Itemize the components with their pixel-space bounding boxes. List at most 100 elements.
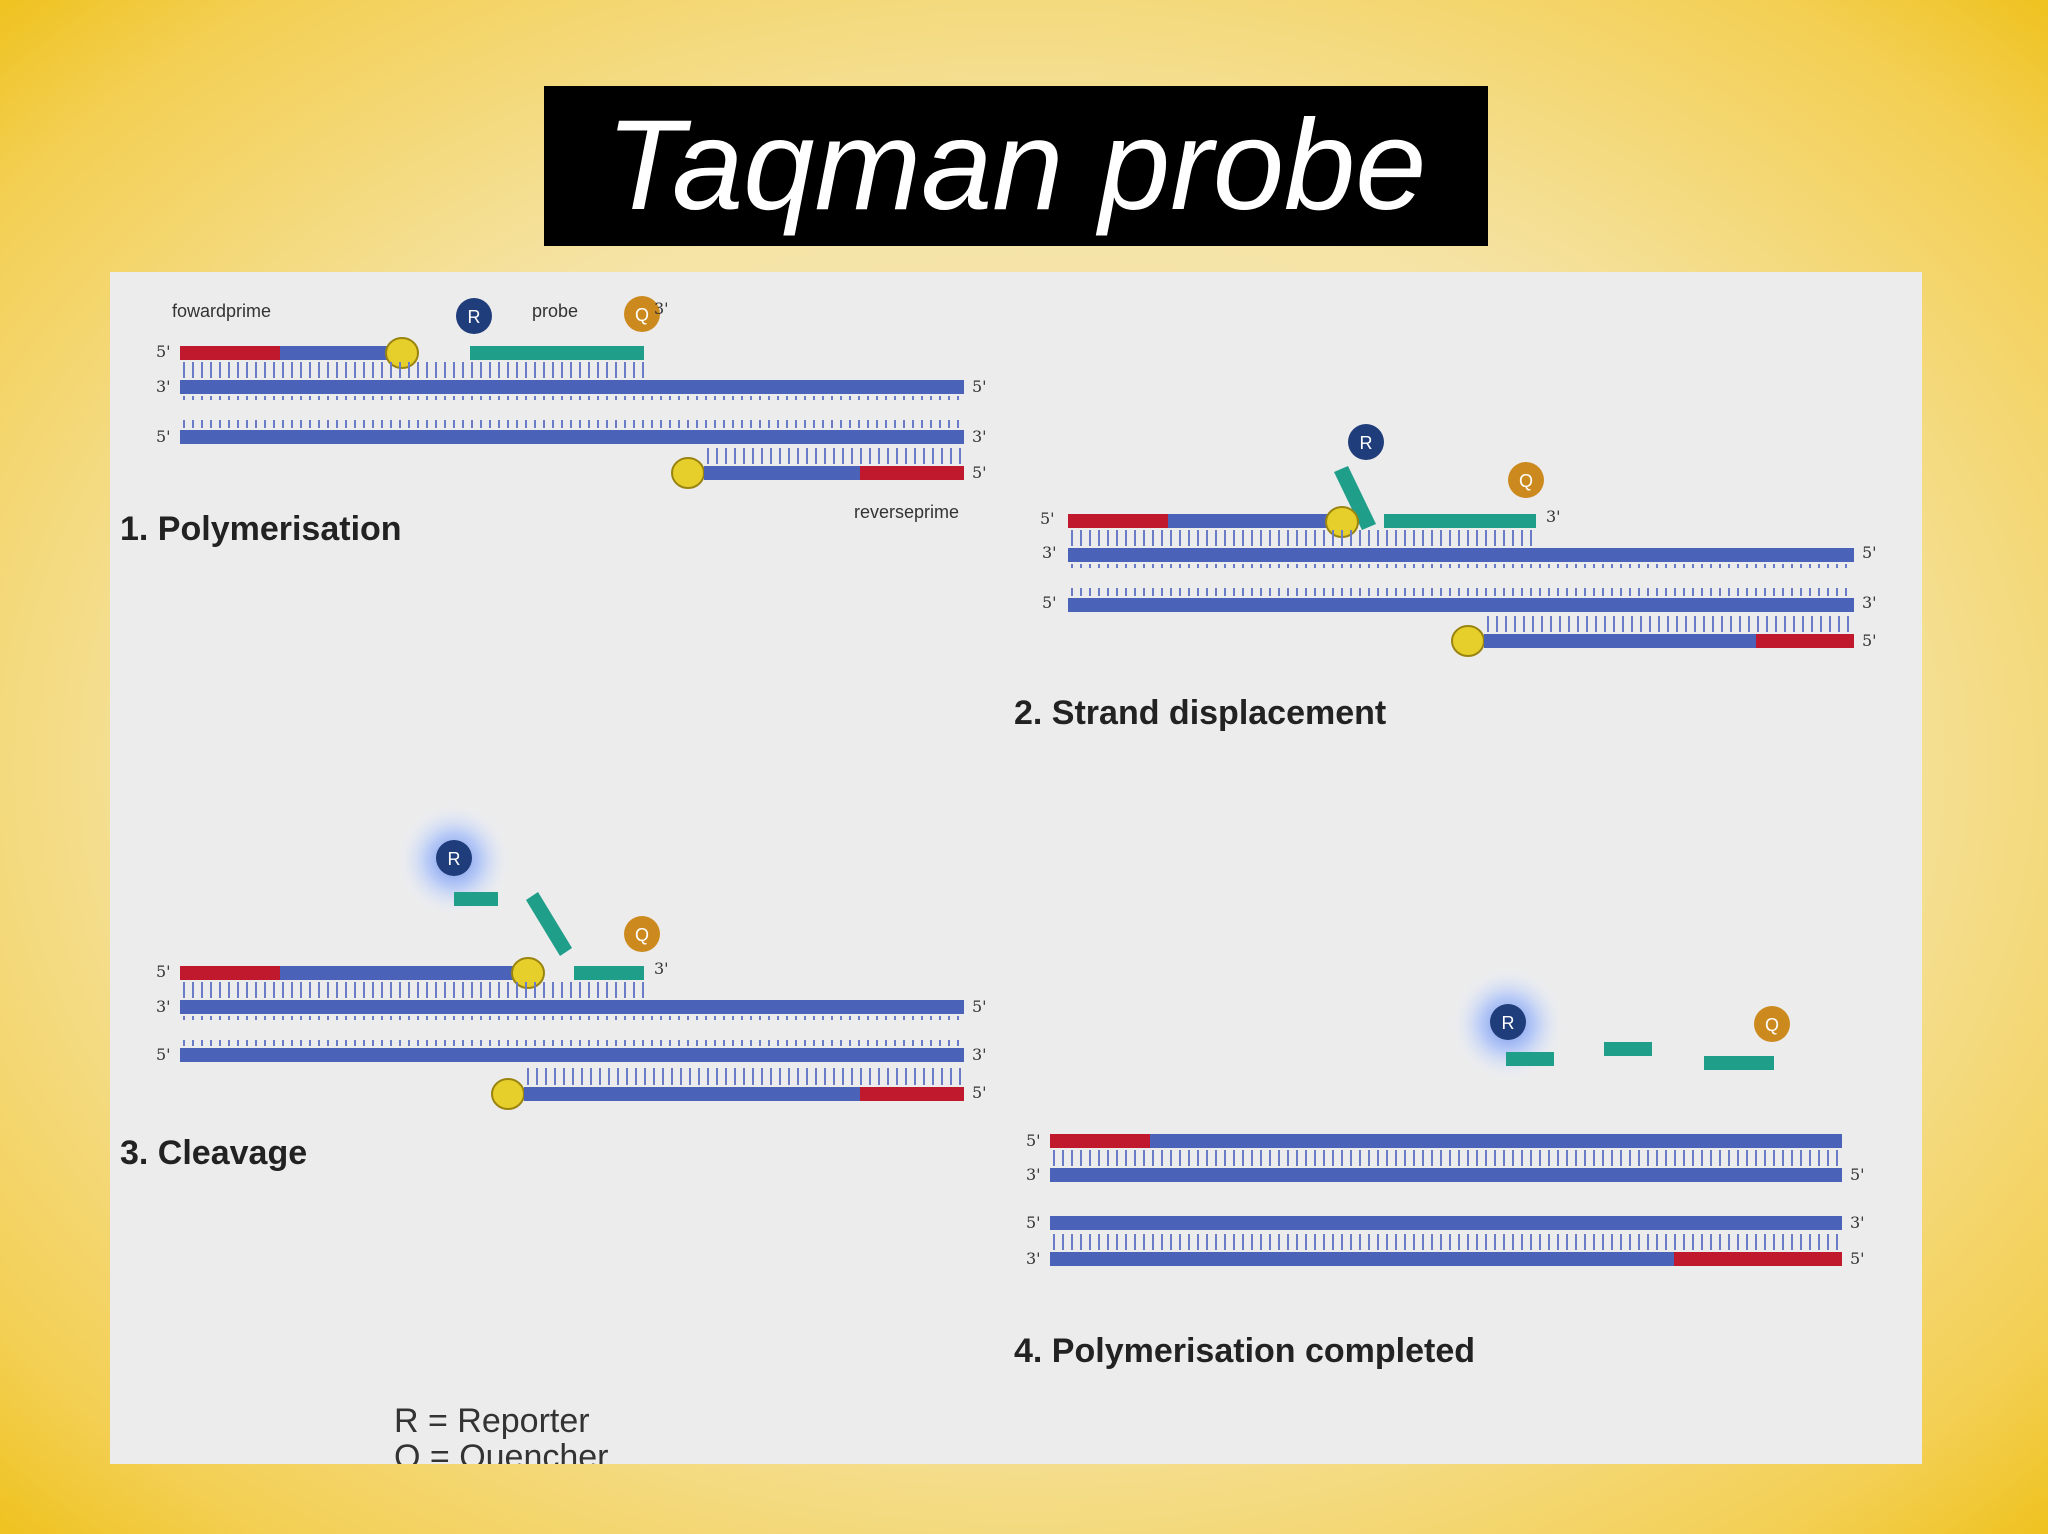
- extended-strand: [524, 1087, 860, 1101]
- three-prime-label: 3': [1850, 1213, 1865, 1232]
- forward-primer: [1068, 514, 1168, 528]
- three-prime-label: 3': [654, 959, 669, 978]
- template-strand: [1050, 1168, 1842, 1182]
- template-strand: [1068, 598, 1854, 612]
- three-prime-label: 3': [156, 997, 171, 1016]
- probe-fragment: [574, 966, 644, 980]
- reverse-primer-label: reverseprime: [854, 502, 959, 522]
- reporter-icon: [1490, 1004, 1526, 1040]
- forward-primer: [180, 346, 280, 360]
- forward-primer-label: fowardprime: [172, 301, 271, 321]
- polymerase-icon: [1451, 625, 1485, 657]
- forward-primer: [180, 966, 280, 980]
- reporter-icon: [456, 298, 492, 334]
- three-prime-label: 3': [1026, 1249, 1041, 1268]
- five-prime-label: 5': [972, 997, 987, 1016]
- step-2-group: R Q 3' 5' 3' 5' 5' 3' 5' 2. Strand displ…: [1014, 424, 1877, 732]
- step-4-group: R Q 5' 3' 5' 5' 3' 3' 5' 4. Polymerisati…: [1014, 964, 1865, 1370]
- step-3-group: R Q 3' 5' 3' 5' 5' 3' 5' 3. Cleavage: [120, 800, 987, 1172]
- probe-strand: [1384, 514, 1536, 528]
- extended-strand: [1150, 1134, 1842, 1148]
- extended-strand: [704, 466, 860, 480]
- probe-strand: [470, 346, 644, 360]
- polymerase-icon: [385, 337, 419, 369]
- five-prime-label: 5': [1042, 593, 1057, 612]
- five-prime-label: 5': [156, 342, 171, 361]
- extended-strand: [1484, 634, 1756, 648]
- step-3-label: 3. Cleavage: [120, 1134, 307, 1172]
- five-prime-label: 5': [1850, 1165, 1865, 1184]
- five-prime-label: 5': [1862, 631, 1877, 650]
- diagram-panel: fowardprime probe R Q 5' 3' 3' 5' 5' 3' …: [110, 272, 1922, 1464]
- five-prime-label: 5': [972, 377, 987, 396]
- quencher-letter: Q: [635, 925, 649, 945]
- five-prime-label: 5': [156, 427, 171, 446]
- reporter-letter: R: [448, 849, 461, 869]
- quencher-icon: [624, 916, 660, 952]
- three-prime-label: 3': [972, 1045, 987, 1064]
- polymerase-icon: [511, 957, 545, 989]
- probe-fragment: [454, 892, 498, 906]
- template-strand: [1050, 1216, 1842, 1230]
- extended-strand: [1050, 1252, 1674, 1266]
- extended-strand: [280, 966, 514, 980]
- reverse-primer: [1674, 1252, 1842, 1266]
- reporter-icon: [436, 840, 472, 876]
- quencher-icon: [624, 296, 660, 332]
- step-4-label: 4. Polymerisation completed: [1014, 1332, 1475, 1370]
- step-1-group: fowardprime probe R Q 5' 3' 3' 5' 5' 3' …: [120, 296, 987, 548]
- reporter-icon: [1348, 424, 1384, 460]
- reverse-primer: [1756, 634, 1854, 648]
- probe-fragment: [1506, 1052, 1554, 1066]
- title-banner: Taqman probe: [544, 86, 1488, 246]
- three-prime-label: 3': [972, 427, 987, 446]
- three-prime-label: 3': [1546, 507, 1561, 526]
- probe-fragment: [1334, 466, 1376, 530]
- forward-primer: [1050, 1134, 1150, 1148]
- quencher-letter: Q: [1765, 1015, 1779, 1035]
- polymerase-icon: [671, 457, 705, 489]
- template-strand: [1068, 548, 1854, 562]
- five-prime-label: 5': [1026, 1213, 1041, 1232]
- template-strand: [180, 430, 964, 444]
- three-prime-label: 3': [654, 299, 669, 318]
- template-strand: [180, 1048, 964, 1062]
- five-prime-label: 5': [1862, 543, 1877, 562]
- step-2-label: 2. Strand displacement: [1014, 694, 1386, 732]
- template-strand: [180, 1000, 964, 1014]
- step-1-label: 1. Polymerisation: [120, 510, 402, 548]
- extended-strand: [1168, 514, 1328, 528]
- legend-quencher: Q = Quencher: [394, 1438, 609, 1464]
- reporter-letter: R: [468, 307, 481, 327]
- quencher-icon: [1754, 1006, 1790, 1042]
- reverse-primer: [860, 1087, 964, 1101]
- reporter-letter: R: [1360, 433, 1373, 453]
- probe-fragment: [1604, 1042, 1652, 1056]
- five-prime-label: 5': [972, 463, 987, 482]
- three-prime-label: 3': [1026, 1165, 1041, 1184]
- polymerase-icon: [491, 1078, 525, 1110]
- quencher-letter: Q: [635, 305, 649, 325]
- base-pair-ticks: [183, 362, 1849, 1250]
- probe-fragment: [1704, 1056, 1774, 1070]
- five-prime-label: 5': [156, 962, 171, 981]
- three-prime-label: 3': [1862, 593, 1877, 612]
- quencher-letter: Q: [1519, 471, 1533, 491]
- three-prime-label: 3': [156, 377, 171, 396]
- five-prime-label: 5': [972, 1083, 987, 1102]
- five-prime-label: 5': [1850, 1249, 1865, 1268]
- reporter-letter: R: [1502, 1013, 1515, 1033]
- probe-fragment: [526, 892, 572, 956]
- reverse-primer: [860, 466, 964, 480]
- five-prime-label: 5': [156, 1045, 171, 1064]
- extended-strand: [280, 346, 400, 360]
- quencher-icon: [1508, 462, 1544, 498]
- five-prime-label: 5': [1040, 509, 1055, 528]
- legend-reporter: R = Reporter: [394, 1402, 590, 1440]
- taqman-diagram: fowardprime probe R Q 5' 3' 3' 5' 5' 3' …: [120, 296, 1877, 1464]
- five-prime-label: 5': [1026, 1131, 1041, 1150]
- three-prime-label: 3': [1042, 543, 1057, 562]
- probe-label: probe: [532, 301, 578, 321]
- template-strand: [180, 380, 964, 394]
- page-title: Taqman probe: [605, 94, 1427, 237]
